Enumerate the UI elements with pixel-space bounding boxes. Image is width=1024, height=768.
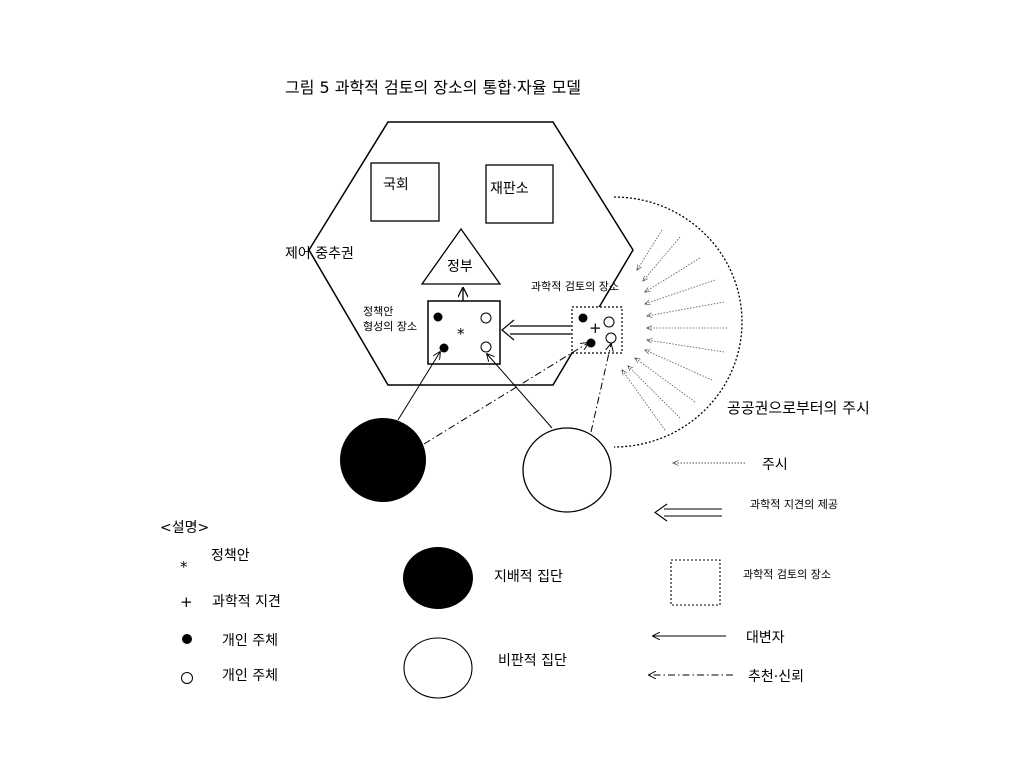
legend-advocate-label: 대변자 [746, 630, 785, 646]
dominant-group-ellipse [340, 418, 426, 502]
legend-dominant-label: 지배적 집단 [494, 569, 563, 585]
knowledge-provision-double-arrow [501, 319, 571, 341]
legend-open-dot [181, 672, 193, 684]
legend-provide-double-arrow [654, 503, 722, 522]
legend-review-place-label: 과학적 검토의 장소 [743, 568, 831, 581]
legend-asterisk-symbol: * [180, 558, 188, 576]
policy-asterisk: * [457, 325, 465, 343]
public-watch-label: 공공권으로부터의 주시 [727, 399, 870, 417]
policy-place-label-line1: 정책안 [363, 305, 393, 318]
policy-filled-dot-1 [433, 312, 443, 322]
review-plus: + [589, 319, 602, 337]
legend-knowledge-label: 과학적 지견 [212, 594, 281, 610]
legend-filled-dot [182, 634, 192, 644]
government-triangle [420, 227, 502, 285]
policy-filled-dot-2 [439, 343, 449, 353]
legend-individual-open-label: 개인 주체 [222, 668, 278, 684]
court-label: 재판소 [490, 181, 529, 197]
parliament-box [370, 162, 440, 222]
critical-group-ellipse [522, 427, 612, 513]
policy-open-dot-1 [480, 312, 492, 324]
review-filled-dot-1 [578, 313, 588, 323]
policy-open-dot-2 [480, 341, 492, 353]
legend-policy-label: 정책안 [211, 548, 250, 564]
parliament-label: 국회 [383, 177, 409, 193]
legend-recommend-label: 추천·신뢰 [748, 669, 804, 685]
dominant-recommend-line [423, 343, 588, 445]
review-open-dot-1 [603, 316, 615, 328]
court-box [485, 164, 554, 224]
policy-place-box [427, 300, 501, 365]
watch-arrows [622, 229, 727, 431]
legend-review-place-box [670, 559, 721, 606]
legend-plus-symbol: + [180, 593, 193, 611]
policy-place-label-line2: 형성의 장소 [363, 320, 417, 333]
legend-dominant-ellipse [403, 547, 473, 609]
critical-recommend-line [590, 344, 611, 433]
government-label: 정부 [447, 259, 473, 275]
critical-advocate-arrow [487, 354, 553, 429]
legend-provide-label: 과학적 지견의 제공 [750, 498, 838, 511]
review-place-label: 과학적 검토의 장소 [531, 280, 619, 293]
legend-critical-label: 비판적 집단 [498, 653, 567, 669]
dominant-advocate-arrow [397, 352, 440, 421]
review-open-dot-2 [605, 332, 617, 344]
control-center-label: 제어 중추권 [285, 246, 354, 262]
legend-heading: <설명> [160, 520, 209, 536]
figure-title: 그림 5 과학적 검토의 장소의 통합·자율 모델 [285, 78, 581, 97]
legend-individual-filled-label: 개인 주체 [222, 633, 278, 649]
legend-watch-label: 주시 [762, 457, 788, 473]
public-sphere-arc [613, 196, 743, 448]
legend-critical-ellipse [403, 637, 473, 699]
